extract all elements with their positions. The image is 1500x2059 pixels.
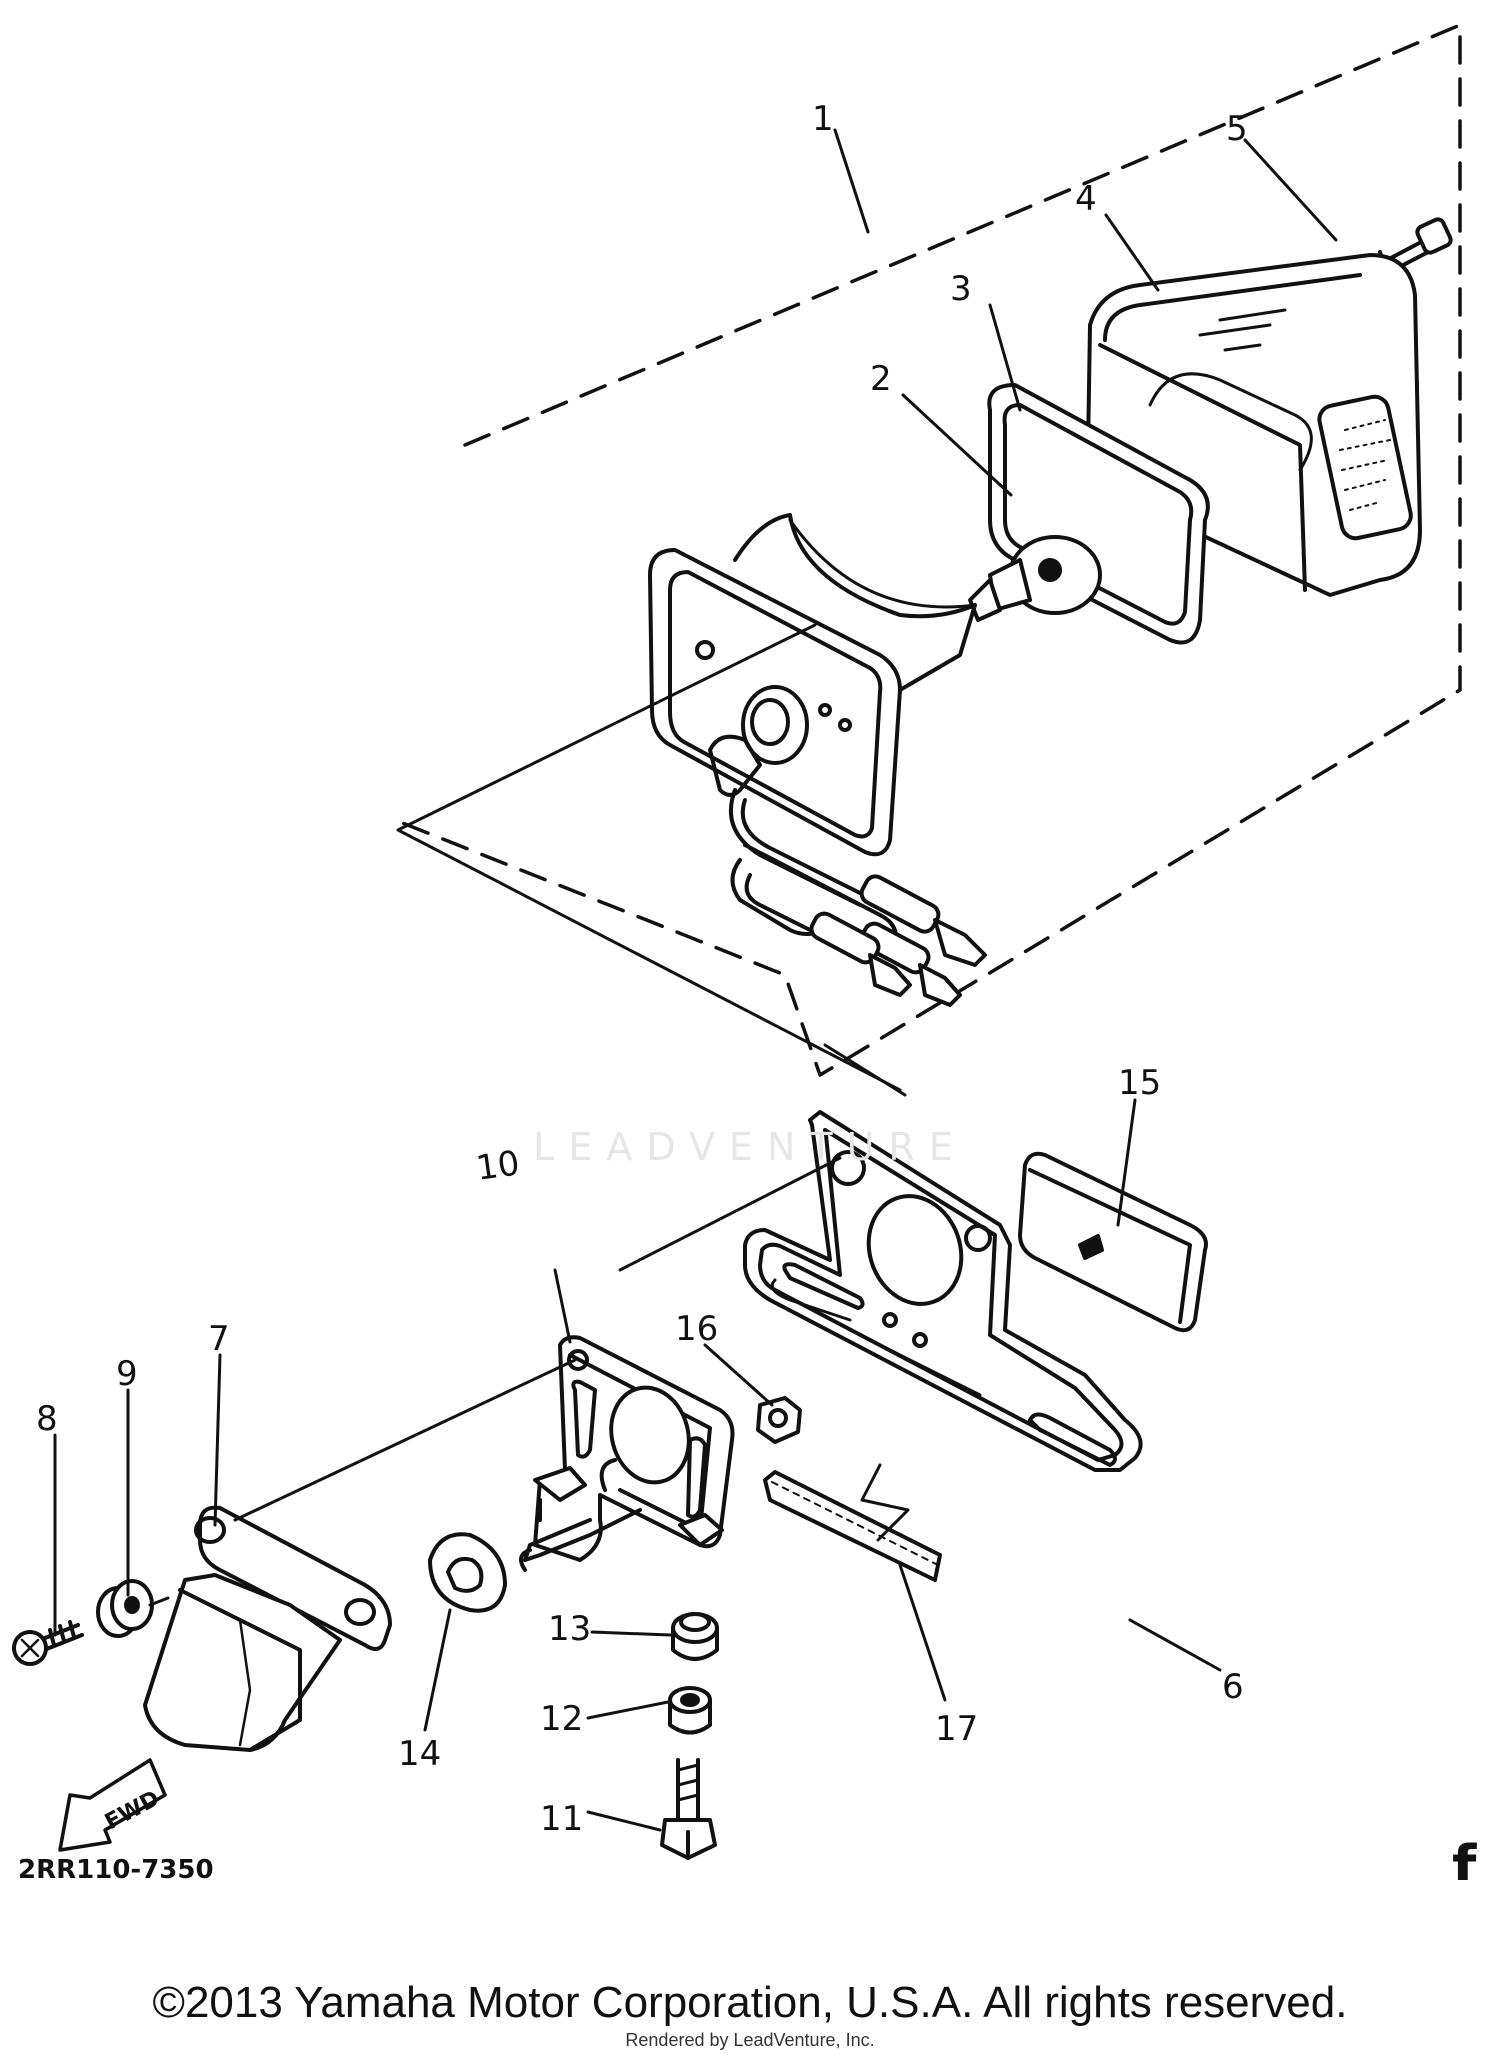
diagram-code: 2RR110-7350 bbox=[18, 1855, 214, 1880]
callout-8: 8 bbox=[36, 1399, 58, 1439]
tail-light-assembly-outline bbox=[393, 23, 1462, 1077]
callout-6: 6 bbox=[1222, 1667, 1244, 1707]
part-7-license-light bbox=[143, 1505, 392, 1752]
parts-diagram: LEADVENTURE 1 2 3 4 5 6 7 8 9 10 11 12 1… bbox=[12, 23, 1477, 1880]
part-10-plate-bracket bbox=[519, 1335, 735, 1572]
callout-3: 3 bbox=[950, 269, 972, 309]
callout-10: 10 bbox=[474, 1143, 522, 1189]
callout-5: 5 bbox=[1226, 109, 1248, 149]
corner-mark: f bbox=[1452, 1834, 1477, 1880]
part-11-bolt bbox=[660, 1758, 717, 1860]
part-9-collar bbox=[96, 1579, 154, 1638]
callout-15: 15 bbox=[1118, 1063, 1161, 1103]
tail-light-base bbox=[648, 513, 977, 907]
part-17-strip bbox=[763, 1470, 942, 1582]
callout-16: 16 bbox=[675, 1309, 718, 1349]
part-12-collar bbox=[668, 1686, 712, 1735]
callout-4: 4 bbox=[1075, 179, 1097, 219]
callout-1: 1 bbox=[812, 99, 834, 139]
callout-2: 2 bbox=[870, 359, 892, 399]
copyright-notice: ©2013 Yamaha Motor Corporation, U.S.A. A… bbox=[152, 1978, 1348, 2027]
rendered-by-notice: Rendered by LeadVenture, Inc. bbox=[625, 2030, 875, 2050]
watermark: LEADVENTURE bbox=[533, 1125, 967, 1169]
callout-14: 14 bbox=[398, 1734, 441, 1774]
part-6-bracket bbox=[743, 1110, 1143, 1472]
part-3-gasket bbox=[987, 383, 1210, 645]
part-13-grommet bbox=[671, 1612, 719, 1661]
part-14-grommet bbox=[428, 1532, 507, 1613]
fwd-arrow bbox=[58, 1758, 167, 1852]
part-8-screw bbox=[12, 1620, 84, 1666]
callout-9: 9 bbox=[116, 1354, 138, 1394]
wire-harness bbox=[730, 843, 987, 1007]
leader-lines bbox=[53, 128, 1338, 1832]
callout-17: 17 bbox=[935, 1709, 978, 1749]
part-15-reflector bbox=[1018, 1151, 1208, 1333]
part-2-bulb bbox=[968, 535, 1102, 622]
part-16-nut bbox=[756, 1396, 802, 1444]
callout-11: 11 bbox=[540, 1799, 583, 1839]
callout-13: 13 bbox=[548, 1609, 591, 1649]
callout-12: 12 bbox=[540, 1699, 583, 1739]
callout-7: 7 bbox=[208, 1319, 230, 1359]
